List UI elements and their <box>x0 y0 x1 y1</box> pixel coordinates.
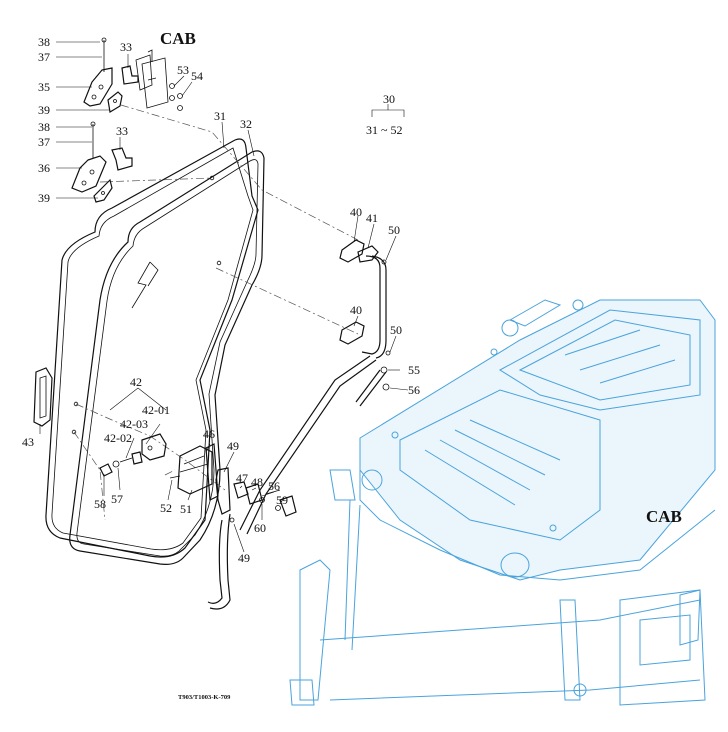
cab-outline <box>289 299 716 706</box>
callout-42: 42 <box>130 375 142 389</box>
callout-56-lower: 56 <box>268 479 280 493</box>
alignment-lines <box>73 104 359 521</box>
drawing-code: T903/T1003-K-709 <box>178 694 231 701</box>
lower-hinge-group <box>71 121 133 203</box>
group-range: 31 ~ 52 <box>366 123 403 137</box>
callout-36: 36 <box>38 161 50 175</box>
callout-52: 52 <box>160 501 172 515</box>
callout-37-lower: 37 <box>38 135 50 149</box>
cab-label-right: CAB <box>646 507 682 526</box>
callout-54: 54 <box>191 69 203 83</box>
callout-39-lower: 39 <box>38 191 50 205</box>
callout-32: 32 <box>240 117 252 131</box>
callout-46: 46 <box>203 427 215 441</box>
callout-43: 43 <box>22 435 34 449</box>
callout-55: 55 <box>408 363 420 377</box>
callout-40-lower: 40 <box>350 303 362 317</box>
callout-60: 60 <box>254 521 266 535</box>
callout-57: 57 <box>111 492 123 506</box>
callout-40-upper: 40 <box>350 205 362 219</box>
callout-42-03: 42-03 <box>120 417 148 431</box>
callout-37-upper: 37 <box>38 50 50 64</box>
callout-numbers: 38 37 35 39 33 53 54 38 37 33 36 39 31 3… <box>22 35 420 565</box>
cab-label-top: CAB <box>160 29 196 48</box>
callout-49-lower: 49 <box>238 551 250 565</box>
callout-50-lower: 50 <box>390 323 402 337</box>
callout-31: 31 <box>214 109 226 123</box>
callout-56-upper: 56 <box>408 383 420 397</box>
callout-50-upper: 50 <box>388 223 400 237</box>
leader-lines <box>39 41 409 553</box>
callout-42-02: 42-02 <box>104 431 132 445</box>
group-label: 30 <box>383 92 395 106</box>
callout-38-upper: 38 <box>38 35 50 49</box>
callout-59: 59 <box>276 493 288 507</box>
callout-33-upper: 33 <box>120 40 132 54</box>
callout-48: 48 <box>251 475 263 489</box>
callout-58: 58 <box>94 497 106 511</box>
stay-rod-group <box>239 239 391 535</box>
door-glass-31 <box>45 138 259 558</box>
callout-53: 53 <box>177 63 189 77</box>
callout-49-upper: 49 <box>227 439 239 453</box>
callout-42-01: 42-01 <box>142 403 170 417</box>
callout-35: 35 <box>38 80 50 94</box>
upper-hinge-group <box>83 37 183 113</box>
door-seal-32 <box>69 150 265 565</box>
callout-38-lower: 38 <box>38 120 50 134</box>
callout-39-upper: 39 <box>38 103 50 117</box>
callout-51: 51 <box>180 502 192 516</box>
callout-41: 41 <box>366 211 378 225</box>
group-bracket: 30 31 ~ 52 <box>366 92 405 137</box>
callout-47: 47 <box>236 471 248 485</box>
callout-33-lower: 33 <box>116 124 128 138</box>
latch-handle-group <box>33 367 297 610</box>
